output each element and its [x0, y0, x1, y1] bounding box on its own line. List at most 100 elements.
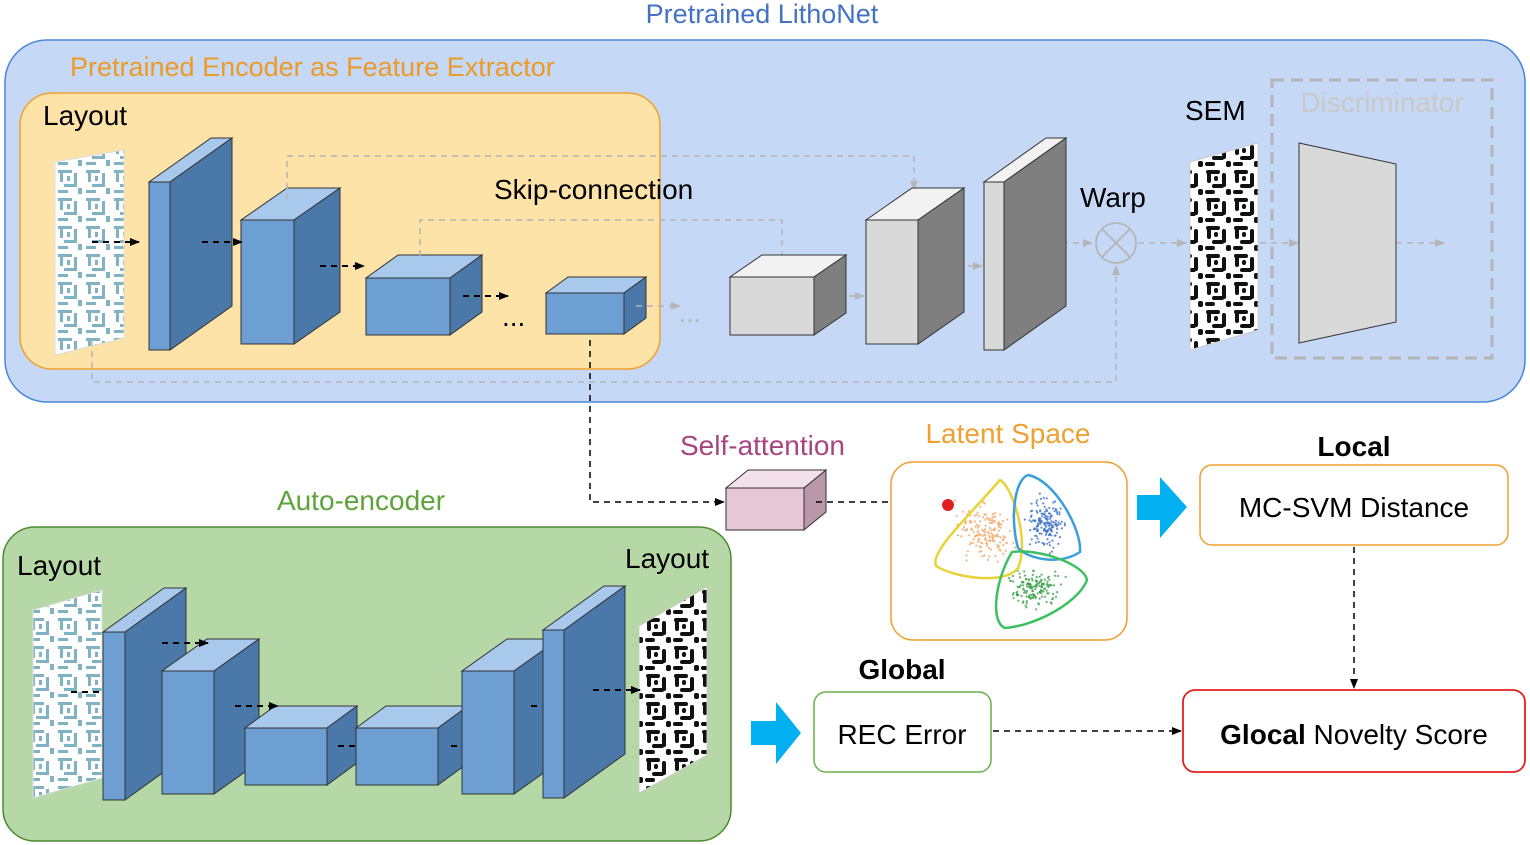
latent-point	[1058, 513, 1061, 516]
autoencoder-title: Auto-encoder	[277, 485, 445, 516]
latent-point	[1054, 522, 1057, 525]
latent-point	[997, 525, 1001, 528]
latent-point	[1045, 497, 1048, 500]
latent-point	[1039, 510, 1042, 513]
latent-point	[1012, 580, 1015, 583]
latent-point	[1043, 512, 1046, 515]
latent-point	[1020, 594, 1023, 598]
latent-point	[1051, 598, 1054, 601]
blue-cluster-outline	[1012, 473, 1082, 561]
glocal-score-box: Glocal Novelty Score	[1182, 689, 1526, 773]
latent-point	[975, 513, 978, 517]
latent-point	[1008, 577, 1011, 580]
latent-point	[1055, 531, 1058, 534]
latent-point	[1055, 508, 1058, 512]
latent-point	[964, 529, 967, 532]
latent-point	[1047, 534, 1050, 537]
latent-point	[966, 550, 970, 553]
latent-point	[982, 516, 985, 519]
latent-point	[1045, 589, 1048, 592]
latent-point	[1046, 522, 1049, 525]
latent-point	[985, 544, 989, 547]
latent-point	[970, 527, 973, 530]
latent-point	[1038, 492, 1041, 495]
latent-point	[994, 554, 997, 557]
latent-point	[986, 517, 989, 520]
latent-point	[1046, 592, 1049, 595]
latent-point	[1056, 510, 1059, 514]
latent-point	[1035, 509, 1038, 513]
latent-point	[971, 542, 975, 545]
latent-point	[1022, 584, 1025, 587]
latent-point	[1038, 584, 1041, 588]
latent-point	[1026, 585, 1029, 588]
latent-point	[991, 516, 994, 519]
latent-point	[1054, 534, 1057, 537]
latent-point	[1049, 528, 1052, 531]
latent-point	[1028, 596, 1031, 599]
latent-point	[1049, 601, 1052, 604]
latent-point	[1047, 512, 1051, 515]
latent-point	[1060, 520, 1063, 523]
latent-point	[965, 554, 968, 557]
encoder-block-2	[239, 187, 342, 345]
latent-point	[1059, 522, 1062, 526]
discriminator-label: Discriminator	[1300, 87, 1463, 118]
latent-point	[997, 522, 1000, 525]
latent-point	[1042, 529, 1045, 532]
latent-point	[1018, 576, 1022, 579]
latent-point	[1040, 583, 1043, 586]
latent-point	[1034, 541, 1038, 544]
ae-output-layout-image	[638, 586, 708, 794]
latent-point	[979, 505, 982, 508]
latent-point	[975, 523, 978, 527]
latent-point	[1059, 507, 1062, 510]
decoder-block-2	[864, 187, 966, 345]
latent-point	[1001, 519, 1004, 523]
latent-point	[989, 519, 993, 522]
latent-point	[1032, 569, 1035, 572]
latent-point	[1037, 518, 1040, 521]
latent-point	[1020, 580, 1024, 584]
latent-point	[1040, 573, 1043, 576]
skip-connections	[91, 155, 1120, 383]
latent-point	[987, 547, 991, 550]
latent-point	[1044, 510, 1047, 513]
glocal-score-text: Glocal Novelty Score	[1220, 719, 1488, 750]
decoder-ellipsis: ...	[679, 298, 701, 328]
latent-cluster-outlines	[934, 473, 1089, 630]
latent-point	[1039, 522, 1042, 525]
latent-point	[1029, 529, 1032, 532]
ae-output-layout-label: Layout	[625, 543, 709, 574]
ae-input-layout-label: Layout	[17, 550, 101, 581]
latent-point	[1054, 500, 1057, 503]
latent-point	[1002, 552, 1005, 555]
latent-point	[1033, 519, 1036, 522]
encoder-block-1	[147, 137, 234, 351]
ae-input-layout-image	[32, 589, 103, 799]
latent-point	[1044, 533, 1048, 536]
latent-point	[981, 542, 984, 545]
green-cluster-outline	[994, 550, 1089, 630]
latent-point	[1044, 521, 1047, 524]
discriminator-shape	[1298, 142, 1397, 344]
latent-point	[1040, 585, 1043, 589]
latent-point	[977, 526, 980, 529]
latent-point	[1044, 595, 1047, 598]
latent-point	[969, 541, 973, 544]
latent-point	[997, 529, 1001, 532]
latent-point	[1049, 517, 1052, 520]
latent-point	[1051, 592, 1055, 596]
latent-point	[1035, 575, 1038, 579]
latent-point	[1055, 525, 1058, 528]
latent-point	[1031, 573, 1034, 577]
latent-point	[984, 530, 987, 534]
latent-point	[1047, 528, 1050, 531]
latent-point	[969, 519, 972, 523]
latent-point	[1017, 599, 1020, 602]
latent-point	[974, 535, 977, 538]
latent-point	[973, 514, 976, 517]
latent-point	[1022, 580, 1025, 584]
latent-point	[1025, 591, 1028, 595]
latent-point	[1022, 600, 1025, 603]
